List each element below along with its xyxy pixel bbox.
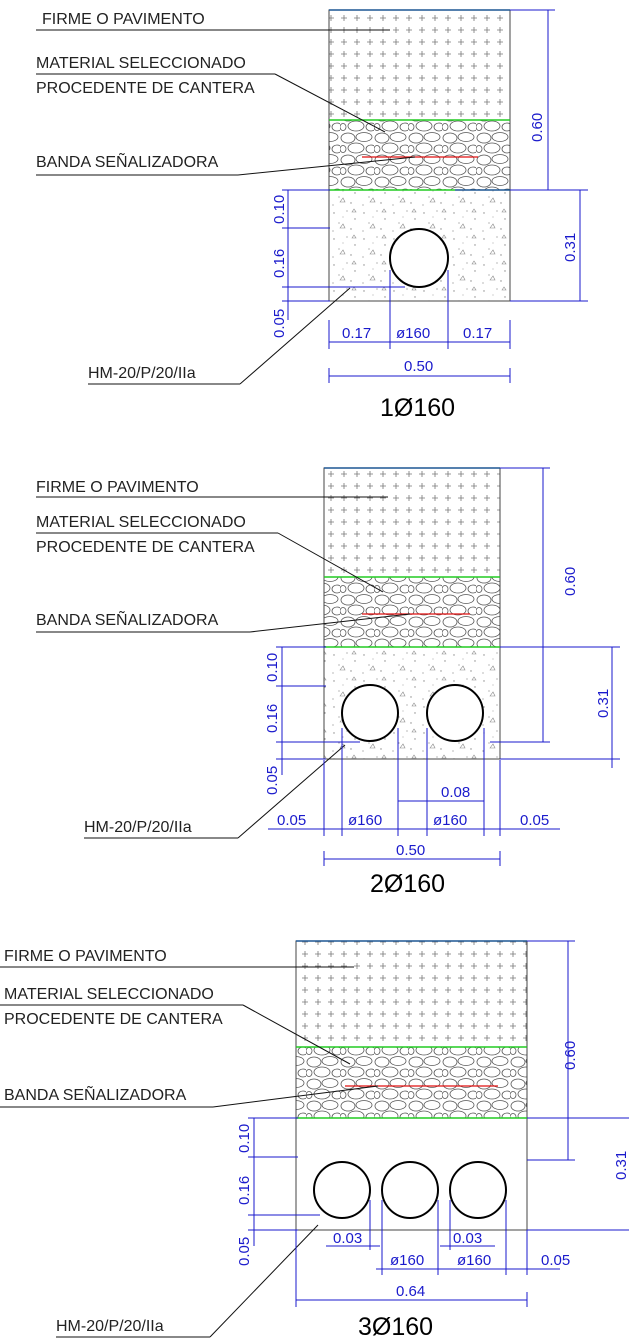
dim-side-right: 0.17 xyxy=(463,325,492,342)
layer-firme xyxy=(329,10,510,120)
dim-gap-right: 0.03 xyxy=(453,1230,482,1247)
label-firme: FIRME O PAVIMENTO xyxy=(42,11,205,28)
dim-gap-left: 0.03 xyxy=(333,1230,362,1247)
leader-line xyxy=(277,532,384,593)
dim-pipe-gap: 0.08 xyxy=(441,784,470,801)
dim-total-height: 0.60 xyxy=(529,113,546,142)
leader-line xyxy=(237,744,346,839)
dim-pipe-band: 0.16 xyxy=(271,249,288,278)
label-banda: BANDA SEÑALIZADORA xyxy=(36,151,219,171)
dim-pipe-zone: 0.31 xyxy=(562,233,579,262)
layer-material-seleccionado xyxy=(324,577,500,647)
leader-line xyxy=(242,1004,351,1065)
dim-bottom: 0.05 xyxy=(264,766,281,795)
dim-pipe-diameter: ø160 xyxy=(433,812,467,829)
label-material-line2: PROCEDENTE DE CANTERA xyxy=(36,80,255,97)
leader-line xyxy=(249,613,411,633)
dim-bottom: 0.05 xyxy=(236,1237,253,1266)
dim-width: 0.64 xyxy=(396,1283,425,1300)
dim-side-left: 0.05 xyxy=(277,812,306,829)
dim-side-right: 0.05 xyxy=(541,1252,570,1269)
label-banda: BANDA SEÑALIZADORA xyxy=(4,1084,187,1104)
label-hormigon: HM-20/P/20/IIa xyxy=(88,365,196,382)
dim-pipe-zone: 0.31 xyxy=(595,689,612,718)
pipe-circle xyxy=(381,1161,439,1219)
leader-line xyxy=(212,1085,379,1108)
dim-top-cover: 0.10 xyxy=(264,653,281,682)
dim-side-left: 0.17 xyxy=(342,325,371,342)
dim-side-right: 0.05 xyxy=(520,812,549,829)
section-2: FIRME O PAVIMENTO MATERIAL SELECCIONADO … xyxy=(36,467,620,898)
dim-total-height: 0.60 xyxy=(562,1041,579,1070)
layer-firme xyxy=(296,941,527,1047)
dim-pipe-band: 0.16 xyxy=(264,704,281,733)
dim-pipe-diameter: ø160 xyxy=(348,812,382,829)
label-material-line2: PROCEDENTE DE CANTERA xyxy=(4,1011,223,1028)
label-firme: FIRME O PAVIMENTO xyxy=(4,948,167,965)
dim-pipe-diameter: ø160 xyxy=(396,325,430,342)
section-title: 2Ø160 xyxy=(370,870,445,898)
label-material-line1: MATERIAL SELECCIONADO xyxy=(36,55,246,72)
dim-pipe-diameter: ø160 xyxy=(390,1252,424,1269)
dim-pipe-zone: 0.31 xyxy=(613,1151,629,1180)
dim-pipe-diameter: ø160 xyxy=(457,1252,491,1269)
dim-width: 0.50 xyxy=(396,842,425,859)
label-material-line1: MATERIAL SELECCIONADO xyxy=(4,986,214,1003)
label-material-line2: PROCEDENTE DE CANTERA xyxy=(36,539,255,556)
section-title: 1Ø160 xyxy=(380,394,455,422)
leader-line xyxy=(237,156,416,176)
pipe-circle xyxy=(313,1161,371,1219)
leader-line xyxy=(209,1224,319,1338)
layer-firme xyxy=(324,468,500,577)
dim-top-cover: 0.10 xyxy=(271,195,288,224)
leader-line xyxy=(239,287,351,385)
pipe-circle xyxy=(389,228,449,288)
pipe-circle xyxy=(341,684,399,742)
label-material-line1: MATERIAL SELECCIONADO xyxy=(36,514,246,531)
label-banda: BANDA SEÑALIZADORA xyxy=(36,609,219,629)
label-firme: FIRME O PAVIMENTO xyxy=(36,479,199,496)
dim-bottom: 0.05 xyxy=(271,309,288,338)
layer-material-seleccionado xyxy=(296,1047,527,1118)
section-title: 3Ø160 xyxy=(358,1313,433,1341)
dim-top-cover: 0.10 xyxy=(236,1124,253,1153)
pipe-circle xyxy=(449,1161,507,1219)
pipe-circle xyxy=(426,684,484,742)
layer-material-seleccionado xyxy=(329,120,510,190)
section-1: FIRME O PAVIMENTO MATERIAL SELECCIONADO … xyxy=(36,9,588,422)
leader-line xyxy=(274,73,386,133)
label-hormigon: HM-20/P/20/IIa xyxy=(56,1318,164,1335)
dim-width: 0.50 xyxy=(404,358,433,375)
section-3: FIRME O PAVIMENTO MATERIAL SELECCIONADO … xyxy=(0,940,629,1341)
label-hormigon: HM-20/P/20/IIa xyxy=(84,819,192,836)
dim-pipe-band: 0.16 xyxy=(236,1176,253,1205)
dim-total-height: 0.60 xyxy=(562,567,579,596)
